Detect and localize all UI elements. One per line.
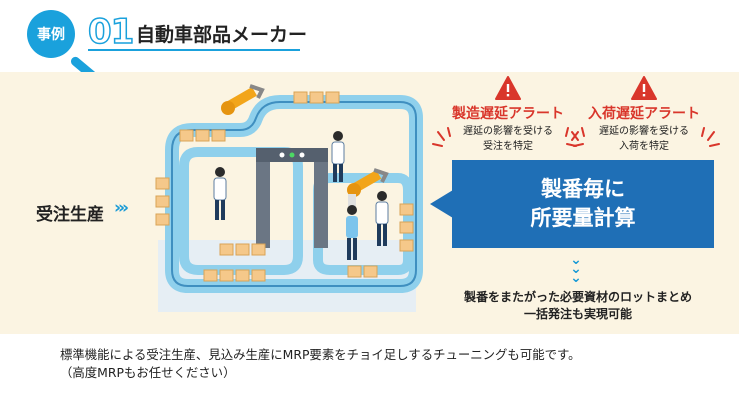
worker-left bbox=[213, 167, 227, 220]
gate-light bbox=[279, 152, 285, 158]
alert-title: 製造遅延アラート bbox=[452, 106, 564, 122]
footer-line1: 標準機能による受注生産、見込み生産にMRP要素をチョイ足しするチューニングも可能… bbox=[60, 347, 581, 362]
chevron-down-icon: ⌄⌄⌄ bbox=[570, 252, 582, 286]
robot-arm-top bbox=[221, 84, 265, 115]
alert-desc-line1: 遅延の影響を受ける bbox=[463, 126, 553, 137]
factory-conveyor-illustration bbox=[155, 84, 423, 312]
alert-burst-lines-left bbox=[432, 127, 451, 147]
warning-triangle-icon bbox=[631, 76, 657, 100]
worker-center bbox=[331, 131, 345, 182]
result-text: 製番をまたがった必要資材のロットまとめ 一括発注も実現可能 bbox=[440, 289, 716, 323]
alert-title: 入荷遅延アラート bbox=[588, 106, 700, 122]
input-label: 受注生産 bbox=[36, 205, 104, 225]
alert-desc-line1: 遅延の影響を受ける bbox=[599, 126, 689, 137]
floor-platform bbox=[158, 240, 416, 312]
footer-note: 標準機能による受注生産、見込み生産にMRP要素をチョイ足しするチューニングも可能… bbox=[60, 346, 581, 382]
outer-conveyor-edge bbox=[171, 101, 417, 287]
calc-box: 製番毎に 所要量計算 bbox=[452, 160, 714, 248]
inbound-delay-alert: 入荷遅延アラート 遅延の影響を受ける 入荷を特定 bbox=[574, 76, 714, 153]
warning-triangle-icon bbox=[495, 76, 521, 100]
case-number: 01 bbox=[87, 12, 135, 52]
result-line1: 製番をまたがった必要資材のロットまとめ bbox=[463, 290, 692, 304]
worker-right-2 bbox=[375, 191, 389, 246]
case-badge-label: 事例 bbox=[37, 27, 65, 43]
gate-light bbox=[289, 152, 295, 158]
cargo-boxes bbox=[155, 91, 414, 282]
calc-line2: 所要量計算 bbox=[530, 206, 636, 230]
calc-box-pointer bbox=[430, 190, 453, 218]
title-underline bbox=[88, 49, 300, 51]
gate-left bbox=[256, 162, 270, 248]
result-line2: 一括発注も実現可能 bbox=[523, 307, 632, 321]
alert-desc-line2: 入荷を特定 bbox=[619, 141, 669, 152]
alert-burst-lines-right bbox=[701, 127, 720, 147]
case-title: 自動車部品メーカー bbox=[136, 24, 308, 46]
inner-conveyor bbox=[179, 147, 303, 275]
robot-arm-right bbox=[347, 168, 389, 210]
manufacturing-delay-alert: 製造遅延アラート 遅延の影響を受ける 受注を特定 bbox=[438, 76, 578, 153]
input-arrows-icon: ››› bbox=[114, 198, 129, 218]
gate-light bbox=[299, 152, 305, 158]
footer-line2: （高度MRPもお任せください） bbox=[60, 365, 236, 380]
gate-right bbox=[314, 162, 328, 248]
worker-right-1 bbox=[346, 205, 358, 260]
alert-burst-lines-mid2 bbox=[566, 127, 585, 147]
calc-line1: 製番毎に bbox=[541, 177, 625, 201]
alert-desc-line2: 受注を特定 bbox=[483, 141, 533, 152]
case-badge-magnifier-icon: 事例 bbox=[27, 10, 75, 58]
